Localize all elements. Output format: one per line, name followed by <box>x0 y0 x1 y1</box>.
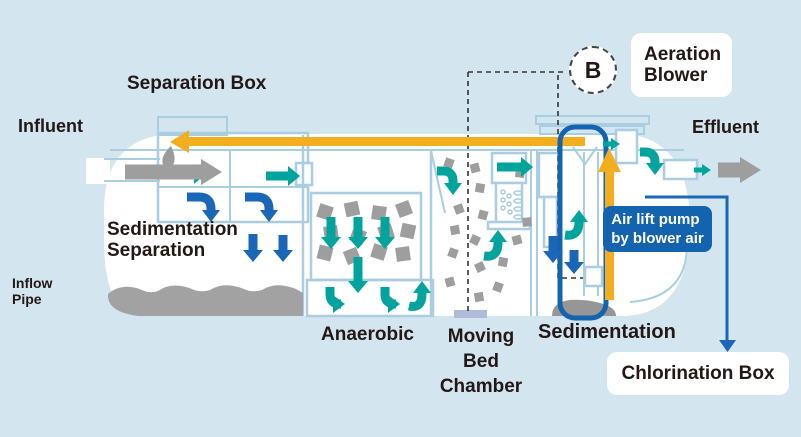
baffle-slant <box>430 150 446 214</box>
media-square <box>316 203 334 221</box>
media-square <box>449 224 461 236</box>
media-square <box>371 205 387 221</box>
media-square <box>370 243 388 261</box>
inlet-channel-lines <box>104 158 160 182</box>
separation-box-lid <box>157 116 228 136</box>
moving-bed-chamber-label: Moving Bed Chamber <box>439 326 523 397</box>
chlorination-box-label: Chlorination Box <box>621 362 775 384</box>
settling-arrow <box>564 250 584 274</box>
airlift-pump-badge: Air lift pump by blower air <box>603 206 712 252</box>
settling-arrow <box>243 234 263 262</box>
sludge-wave <box>108 285 303 316</box>
media-square <box>395 246 411 262</box>
flow-arrows <box>125 138 761 313</box>
anaerobic-down-arrow <box>348 257 368 293</box>
aeration-blower-badge: Aeration Blower <box>631 33 732 97</box>
influent-arrow <box>125 159 222 185</box>
bottom-flow-arrow <box>325 287 345 313</box>
media-square <box>447 247 459 259</box>
media-square <box>511 234 523 246</box>
anaerobic-down-arrow <box>321 217 341 249</box>
media-square <box>474 182 486 194</box>
media-square <box>474 261 486 273</box>
bottom-flow-arrow <box>380 287 400 313</box>
sludge-return-arrowhead <box>170 130 189 153</box>
sludge-return-pipe <box>170 130 585 153</box>
media-square <box>492 281 504 293</box>
upflow-arrow <box>407 281 431 311</box>
tank-lids <box>157 115 650 136</box>
anaerobic-down-arrow <box>375 217 395 249</box>
chamber-transfer-arrow <box>266 166 300 186</box>
influent-pipe-stub <box>86 158 110 184</box>
airlift-outlet-arrow <box>603 138 620 150</box>
effluent-label: Effluent <box>692 117 759 137</box>
wall-movingbed <box>530 150 538 316</box>
anaerobic-label: Anaerobic <box>321 324 414 345</box>
media-square <box>453 203 465 215</box>
blower-symbol: B <box>569 46 617 94</box>
media-square <box>477 209 489 221</box>
settling-arrow <box>273 235 293 262</box>
movingbed-media <box>443 157 532 303</box>
airlift-pump-label: Air lift pump by blower air <box>611 211 704 247</box>
upflow-arrow <box>483 230 507 261</box>
chlorination-line <box>645 195 736 352</box>
anaerobic-structure <box>305 191 435 318</box>
media-square <box>443 157 455 169</box>
blower-symbol-label: B <box>584 56 602 83</box>
chlorination-box-badge: Chlorination Box <box>607 352 789 395</box>
air-inlet-box <box>583 265 604 288</box>
media-square <box>399 222 417 240</box>
effluent-arrow <box>718 157 761 183</box>
scum-droplet-icon <box>162 146 175 167</box>
inflow-pipe-label: Inflow Pipe <box>12 275 53 307</box>
media-square <box>444 276 456 288</box>
aeration-blower-label: Aeration Blower <box>644 44 722 86</box>
media-square <box>316 244 334 262</box>
sedimentation-lid-top <box>535 115 650 125</box>
settling-curve-arrow <box>245 192 278 222</box>
media-square <box>522 217 532 227</box>
wall-anaerobic <box>429 150 446 316</box>
outlet-curve-arrow <box>640 147 664 175</box>
media-square <box>395 200 413 218</box>
screen-outflow-arrow <box>497 157 533 177</box>
screen-bubbles <box>500 189 523 220</box>
upflow-arrow <box>564 210 588 240</box>
sedimentation-separation-label: Sedimentation Separation <box>107 219 238 261</box>
influent-label: Influent <box>18 116 83 136</box>
sludge <box>108 285 616 316</box>
separation-box-label: Separation Box <box>127 73 267 94</box>
media-square <box>497 256 509 268</box>
settling-curve-arrow <box>187 192 220 222</box>
sedimentation-label: Sedimentation <box>538 321 676 343</box>
effluent-outlet-arrow <box>694 164 711 176</box>
media-square <box>469 162 481 174</box>
tank-inner-arc <box>629 247 688 303</box>
overflow-arrow <box>437 166 462 195</box>
anaerobic-bottom-channel <box>305 278 435 318</box>
settling-arrow <box>543 236 563 263</box>
outlet-pipe-box <box>662 158 699 181</box>
air-diffuser <box>454 310 487 318</box>
media-square <box>469 234 481 246</box>
anaerobic-down-arrow <box>348 217 368 249</box>
media-square <box>343 200 361 218</box>
outlet-weir-box <box>614 128 639 165</box>
media-square <box>473 291 485 303</box>
